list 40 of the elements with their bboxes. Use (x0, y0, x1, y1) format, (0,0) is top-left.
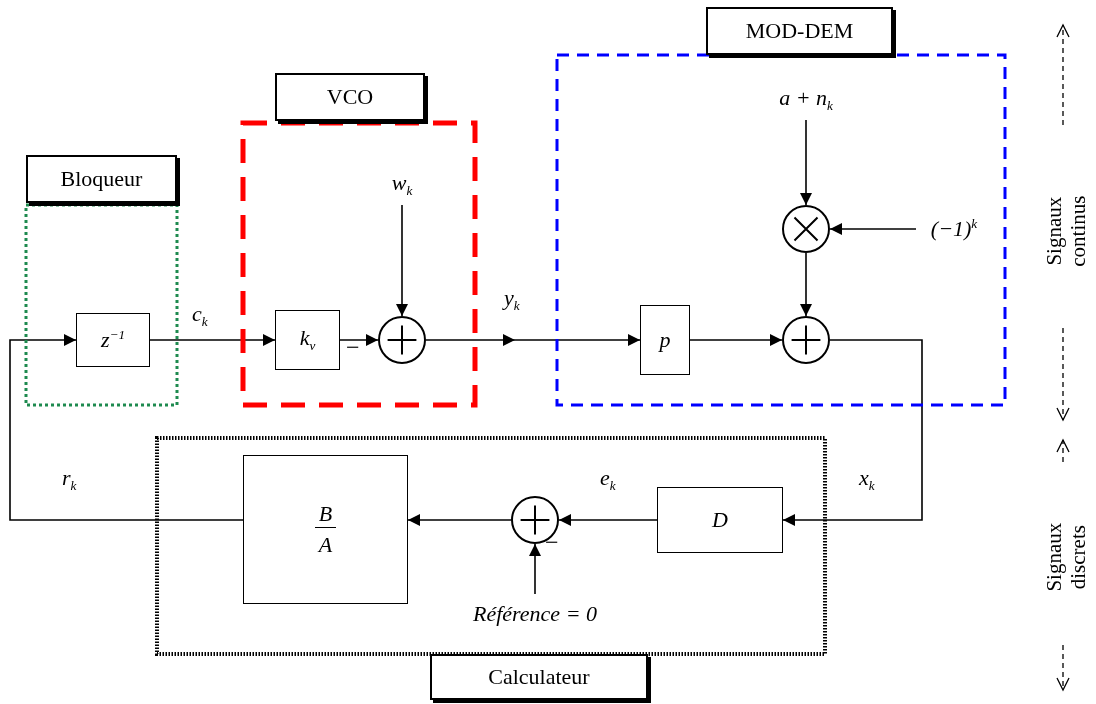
transfer-function-box (243, 455, 408, 604)
multiplier-junction (782, 205, 830, 253)
block-box: D (657, 487, 783, 553)
region-label: Signaux continus (1041, 194, 1091, 269)
region-label: Signaux discrets (1041, 521, 1091, 594)
group-frame (243, 73, 475, 405)
group-frame (157, 438, 825, 700)
block-box: k$_{v}$ (275, 310, 340, 370)
numerator: B (314, 500, 337, 528)
signal-arrow (339, 334, 379, 346)
group-title: VCO (275, 73, 425, 121)
signal-arrow (396, 204, 408, 317)
signal-arrow (689, 334, 783, 346)
signal-arrow (149, 334, 276, 346)
signal-arrow (407, 514, 512, 526)
signal-text: a + n$_{k}$ (755, 80, 857, 120)
signal-text: (−1)$^{k}$ (916, 208, 992, 250)
group-frame (26, 155, 177, 405)
summing-junction (378, 316, 426, 364)
signal-arrow (558, 514, 658, 526)
signal-arrow (829, 223, 917, 235)
signal-arrow (9, 334, 244, 521)
signal-arrow (782, 339, 923, 526)
minus-sign: − (346, 335, 360, 359)
minus-sign: − (545, 530, 559, 554)
summing-junction (511, 496, 559, 544)
signal-arrow (800, 119, 812, 206)
group-title: MOD-DEM (706, 7, 893, 55)
signal-text: w$_{k}$ (380, 165, 424, 205)
signal-arrow (529, 543, 541, 595)
signal-arrow (800, 252, 812, 317)
signal-arrow (425, 334, 641, 346)
group-title: Calculateur (430, 654, 648, 700)
block-box: z$^{−1}$ (76, 313, 150, 367)
block-box: p (640, 305, 690, 375)
signal-text: Référence = 0 (444, 594, 626, 634)
group-title: Bloqueur (26, 155, 177, 203)
group-frame (557, 7, 1005, 405)
summing-junction (782, 316, 830, 364)
denominator: A (316, 532, 334, 559)
